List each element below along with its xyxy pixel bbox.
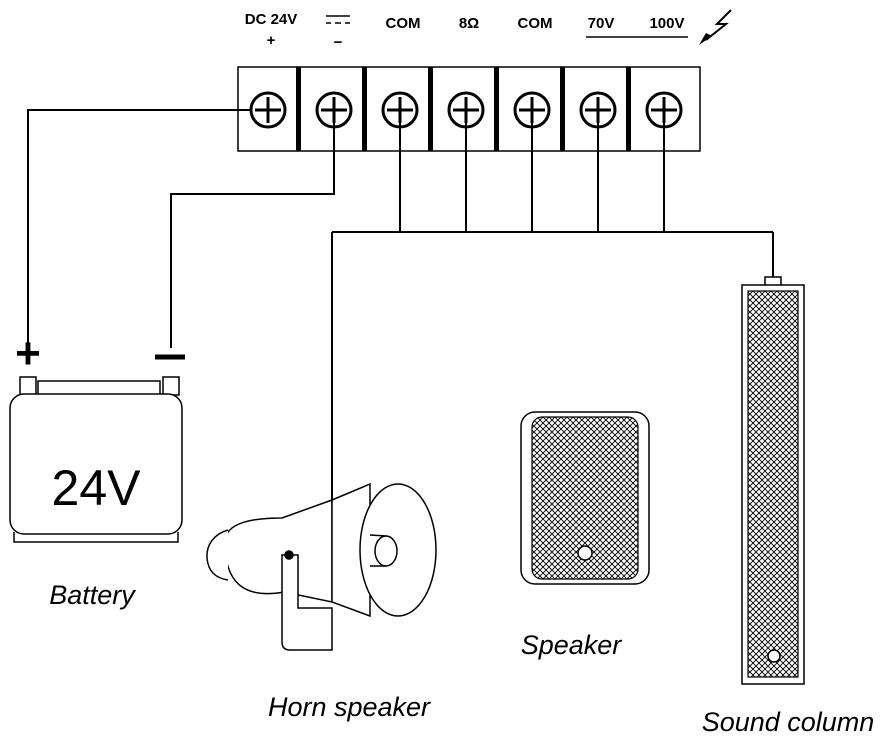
speaker-icon <box>520 411 650 585</box>
screw-terminal-icon-dc-plus <box>249 91 287 129</box>
battery-caption: Battery <box>49 580 136 610</box>
wires <box>27 109 774 500</box>
ohm8-label: 8Ω <box>459 15 479 32</box>
dc-symbol-icon <box>326 15 350 24</box>
dc-minus-sign: − <box>334 34 343 51</box>
lightning-icon <box>699 9 732 45</box>
com1-label: COM <box>386 15 421 32</box>
horn-speaker-caption: Horn speaker <box>268 692 431 722</box>
speaker-caption: Speaker <box>521 630 623 660</box>
battery-voltage-label: 24V <box>52 460 142 516</box>
v100-label: 100V <box>649 15 684 32</box>
battery-plus-sign: + <box>15 329 41 378</box>
wire-negative <box>170 110 335 348</box>
wire-positive <box>27 109 251 348</box>
v70-label: 70V <box>588 15 615 32</box>
dc-plus-sign: + <box>267 32 276 49</box>
com2-label: COM <box>518 15 553 32</box>
battery: + 24V <box>9 329 185 543</box>
sound-column-caption: Sound column <box>702 707 875 737</box>
sound-column-icon <box>741 276 805 685</box>
dc24v-label: DC 24V <box>245 11 298 28</box>
horn-speaker-icon <box>206 482 437 651</box>
